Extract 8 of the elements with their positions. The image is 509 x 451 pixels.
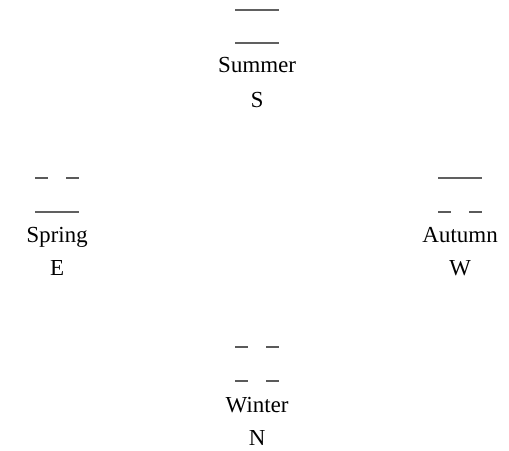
season-label: Spring	[26, 222, 88, 248]
season-label: Summer	[218, 52, 296, 78]
direction-label: W	[449, 255, 471, 281]
season-label: Autumn	[422, 222, 498, 248]
direction-label: S	[250, 87, 264, 113]
season-label: Winter	[226, 392, 288, 418]
direction-label: E	[50, 255, 64, 281]
direction-label: N	[248, 425, 266, 451]
